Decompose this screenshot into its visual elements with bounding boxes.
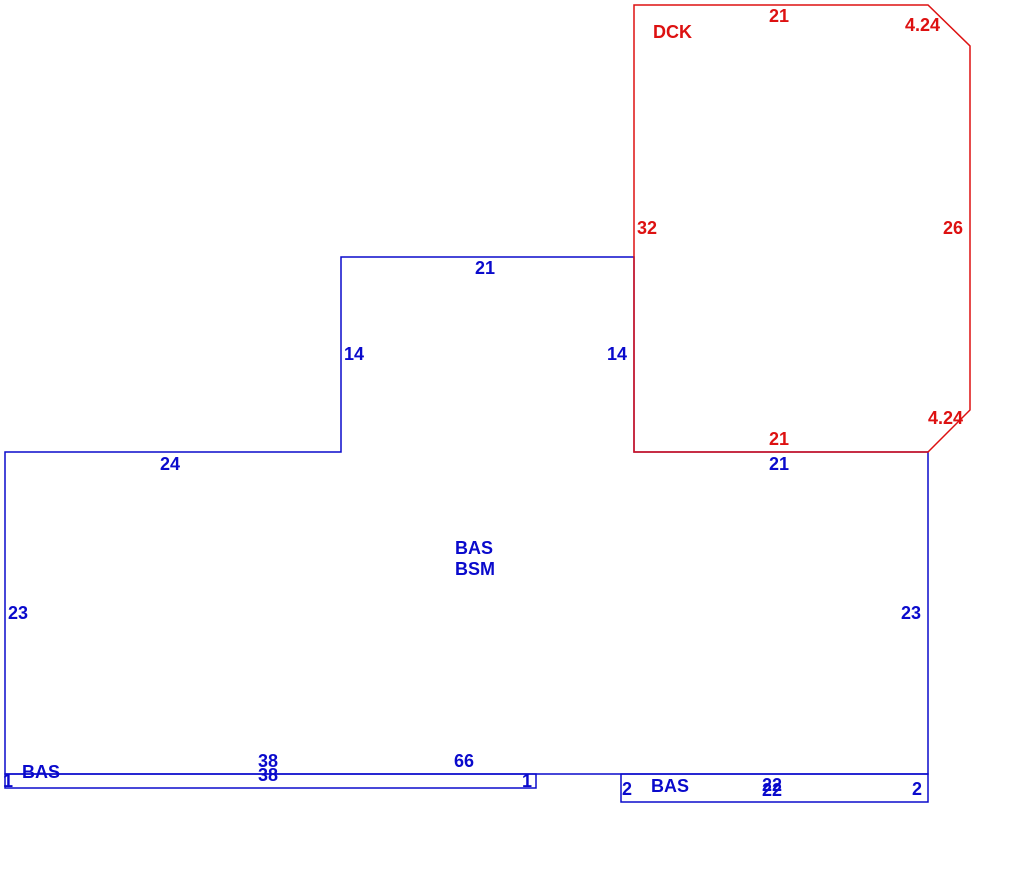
deck-top-right-diagonal-dimension: 4.24 [905, 15, 940, 35]
deck-top-dimension: 21 [769, 6, 789, 26]
main-bottom-dimension: 66 [454, 751, 474, 771]
main-area-subcode: BSM [455, 559, 495, 579]
left-strip-bottom-dimension: 38 [258, 765, 278, 785]
left-strip-outline [4, 773, 537, 789]
deck-area-outline [633, 4, 971, 453]
right-strip-code: BAS [651, 776, 689, 796]
main-top-dimension: 21 [475, 258, 495, 278]
deck-bottom-right-diagonal-dimension: 4.24 [928, 408, 963, 428]
main-area-outline [4, 256, 929, 775]
main-left-shoulder-dimension: 24 [160, 454, 180, 474]
right-strip-bottom-dimension: 22 [762, 780, 782, 800]
main-right-shoulder-dimension: 21 [769, 454, 789, 474]
right-strip-top-dimension: 22 [762, 775, 782, 795]
left-strip-top-dimension: 38 [258, 751, 278, 771]
main-upper-left-dimension: 14 [344, 344, 364, 364]
deck-bottom-dimension: 21 [769, 429, 789, 449]
main-left-side-dimension: 23 [8, 603, 28, 623]
deck-right-side-dimension: 26 [943, 218, 963, 238]
right-strip-outline [620, 773, 929, 803]
deck-left-side-dimension: 32 [637, 218, 657, 238]
left-strip-code: BAS [22, 762, 60, 782]
main-area-code: BAS [455, 538, 493, 558]
deck-area-code: DCK [653, 22, 692, 42]
left-strip-right-end-dimension: 1 [522, 771, 532, 791]
main-upper-right-dimension: 14 [607, 344, 627, 364]
main-right-side-dimension: 23 [901, 603, 921, 623]
right-strip-right-end-dimension: 2 [912, 779, 922, 799]
right-strip-left-end-dimension: 2 [622, 779, 632, 799]
left-strip-left-end-dimension: 1 [3, 771, 13, 791]
